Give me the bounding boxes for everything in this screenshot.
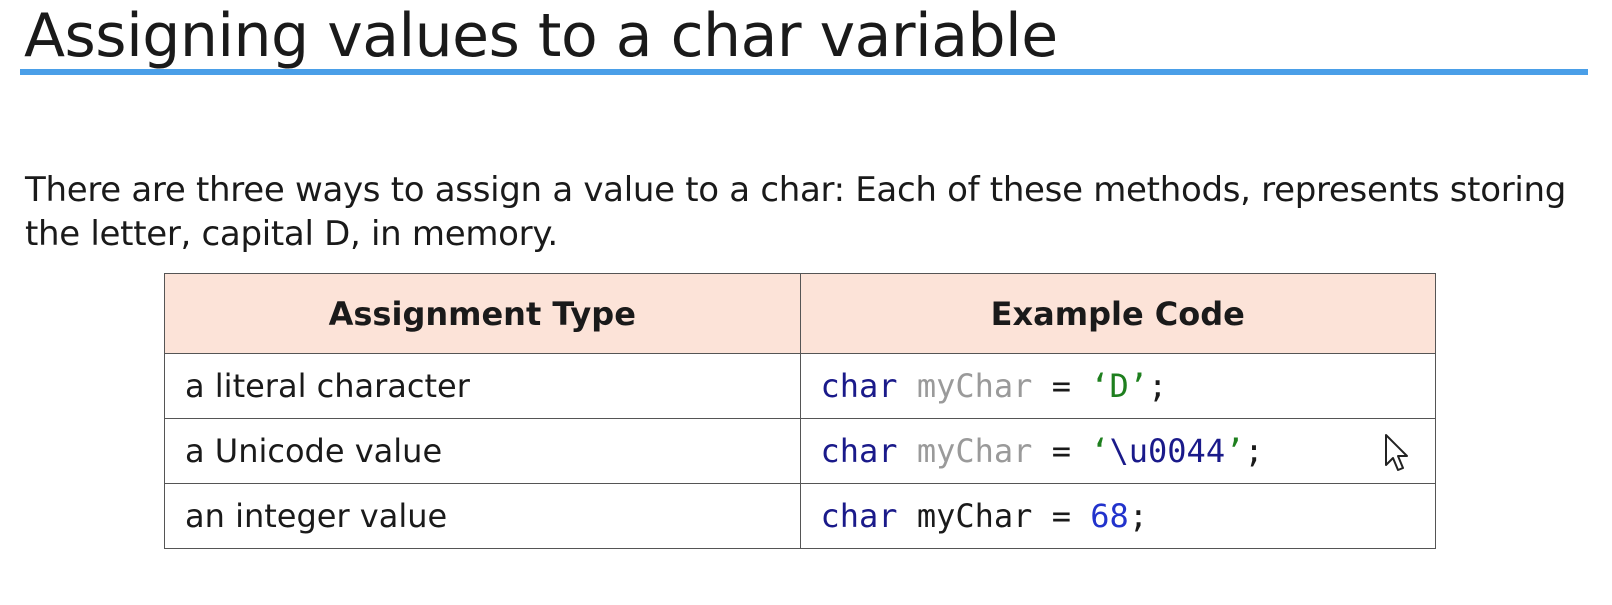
header-assignment-type: Assignment Type xyxy=(164,273,801,354)
table-row: a literal character char myChar = ‘D’; xyxy=(164,353,1436,419)
page-title: Assigning values to a char variable xyxy=(24,1,1058,71)
example-code-cell: char myChar = ‘D’; xyxy=(799,353,1436,419)
example-code-cell: char myChar = 68; xyxy=(799,483,1436,549)
code-keyword: char xyxy=(820,497,898,535)
example-code-cell: char myChar = ‘\u0044’; xyxy=(799,418,1436,484)
code-operator: = xyxy=(1051,367,1071,405)
code-operator: = xyxy=(1051,497,1071,535)
code-semicolon: ; xyxy=(1128,497,1149,535)
table-row: an integer value char myChar = 68; xyxy=(164,483,1436,549)
code-quote-open: ‘ xyxy=(1090,367,1110,405)
assignment-type-cell: an integer value xyxy=(164,483,801,549)
code-char-literal: D xyxy=(1109,367,1129,405)
header-example-code: Example Code xyxy=(799,273,1436,354)
table-row: a Unicode value char myChar = ‘\u0044’; xyxy=(164,418,1436,484)
code-operator: = xyxy=(1051,432,1071,470)
code-variable: myChar xyxy=(916,432,1033,470)
mouse-pointer-icon xyxy=(1385,434,1408,471)
code-variable: myChar xyxy=(916,367,1033,405)
code-variable: myChar xyxy=(916,497,1033,535)
assignment-type-cell: a Unicode value xyxy=(164,418,801,484)
code-quote-close: ’ xyxy=(1225,432,1245,470)
code-quote-open: ‘ xyxy=(1090,432,1110,470)
table-header-row: Assignment Type Example Code xyxy=(164,273,1436,354)
code-semicolon: ; xyxy=(1148,367,1168,405)
code-unicode-escape: \u0044 xyxy=(1109,432,1226,470)
code-keyword: char xyxy=(820,367,898,405)
code-integer-literal: 68 xyxy=(1090,497,1129,535)
intro-paragraph: There are three ways to assign a value t… xyxy=(25,170,1567,254)
assignment-table: Assignment Type Example Code a literal c… xyxy=(164,273,1436,549)
title-underline xyxy=(20,69,1588,75)
code-keyword: char xyxy=(820,432,898,470)
code-semicolon: ; xyxy=(1244,432,1264,470)
code-quote-close: ’ xyxy=(1128,367,1149,405)
assignment-type-cell: a literal character xyxy=(164,353,801,419)
